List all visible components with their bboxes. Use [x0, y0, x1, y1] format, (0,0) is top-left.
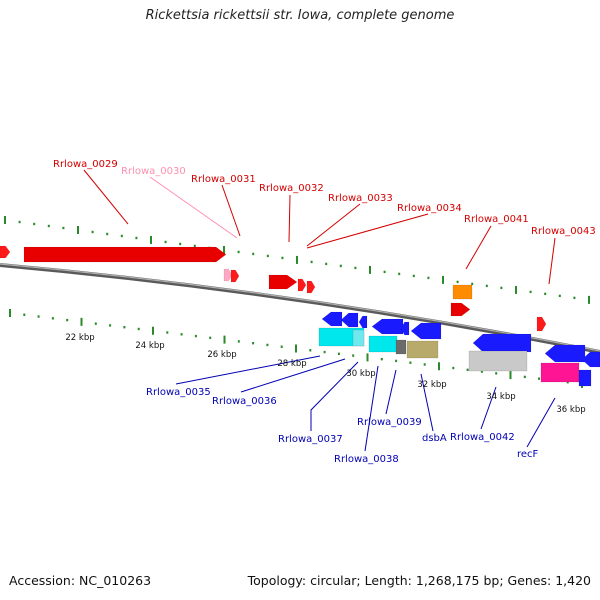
- gene-label-dsba[interactable]: dsbA: [422, 433, 447, 444]
- gene-feature-reverse[interactable]: [544, 344, 586, 363]
- gene-label-rrlowa-0042[interactable]: Rrlowa_0042: [450, 432, 515, 443]
- gene-feature-reverse[interactable]: [395, 339, 407, 355]
- leader-line-rrlowa-0041: [465, 225, 492, 270]
- gene-feature-forward[interactable]: [223, 268, 233, 282]
- tick-marks: [4, 216, 590, 389]
- gene-label-recf[interactable]: recF: [517, 449, 539, 460]
- leader-line-rrlowa-0030: [149, 176, 238, 239]
- gene-feature-forward[interactable]: [268, 274, 298, 290]
- gene-feature-reverse[interactable]: [368, 335, 398, 353]
- leader-line-rrlowa-0042: [480, 386, 497, 430]
- gene-label-rrlowa-0037[interactable]: Rrlowa_0037: [278, 434, 343, 445]
- gene-feature-reverse[interactable]: [321, 311, 343, 327]
- scale-label-34kbp: 34 kbp: [486, 392, 515, 402]
- gene-feature-reverse[interactable]: [358, 315, 368, 329]
- gene-feature-forward[interactable]: [452, 284, 473, 300]
- gene-feature-forward[interactable]: [306, 280, 316, 294]
- gene-feature-forward[interactable]: [297, 278, 307, 292]
- gene-label-rrlowa-0043[interactable]: Rrlowa_0043: [531, 226, 596, 237]
- label-leader-lines: [83, 169, 556, 452]
- gene-label-rrlowa-0030[interactable]: Rrlowa_0030: [121, 166, 186, 177]
- leader-line-rrlowa-0043: [548, 237, 556, 285]
- gene-feature-reverse[interactable]: [410, 322, 442, 340]
- gene-feature-reverse[interactable]: [406, 340, 439, 359]
- gene-feature-forward[interactable]: [230, 269, 240, 283]
- gene-label-rrlowa-0032[interactable]: Rrlowa_0032: [259, 183, 324, 194]
- gene-feature-reverse[interactable]: [352, 329, 365, 347]
- map-title: Rickettsia rickettsii str. Iowa, complet…: [145, 8, 455, 23]
- gene-label-rrlowa-0034[interactable]: Rrlowa_0034: [397, 203, 462, 214]
- accession-text: Accession: NC_010263: [9, 573, 152, 588]
- leader-line-rrlowa-0038: [364, 365, 379, 452]
- gene-label-rrlowa-0031[interactable]: Rrlowa_0031: [191, 174, 256, 185]
- scale-label-26kbp: 26 kbp: [207, 350, 236, 360]
- scale-label-22kbp: 22 kbp: [65, 333, 94, 343]
- gene-feature-reverse[interactable]: [472, 333, 532, 353]
- gene-label-rrlowa-0039[interactable]: Rrlowa_0039: [357, 417, 422, 428]
- gene-features: [0, 245, 600, 387]
- gene-label-rrlowa-0029[interactable]: Rrlowa_0029: [53, 159, 118, 170]
- gene-feature-reverse[interactable]: [540, 362, 580, 383]
- leader-line-dsba: [420, 373, 434, 432]
- scale-label-32kbp: 32 kbp: [417, 380, 446, 390]
- gene-label-rrlowa-0038[interactable]: Rrlowa_0038: [334, 454, 399, 465]
- gene-feature-reverse[interactable]: [468, 350, 528, 372]
- gene-feature-reverse[interactable]: [371, 318, 404, 335]
- leader-line-rrlowa-0035: [175, 355, 321, 385]
- gene-feature-forward[interactable]: [0, 245, 11, 259]
- gene-feature-reverse[interactable]: [578, 369, 592, 387]
- scale-label-36kbp: 36 kbp: [556, 405, 585, 415]
- scale-label-28kbp: 28 kbp: [277, 359, 306, 369]
- gene-feature-forward[interactable]: [536, 316, 547, 332]
- leader-line-rrlowa-0032: [288, 194, 291, 243]
- leader-line-rrlowa-0033: [306, 203, 361, 247]
- leader-line-rrlowa-0034: [306, 213, 429, 249]
- scale-label-30kbp: 30 kbp: [346, 369, 375, 379]
- gene-label-rrlowa-0036[interactable]: Rrlowa_0036: [212, 396, 277, 407]
- leader-line-rrlowa-0039: [385, 369, 397, 415]
- gene-feature-reverse[interactable]: [581, 351, 600, 368]
- leader-line-recf: [526, 397, 556, 448]
- leader-line-rrlowa-0036: [240, 358, 346, 393]
- leader-line-rrlowa-0037: [310, 361, 359, 431]
- gene-label-rrlowa-0033[interactable]: Rrlowa_0033: [328, 193, 393, 204]
- gene-feature-reverse[interactable]: [340, 312, 359, 328]
- gene-feature-reverse[interactable]: [400, 321, 410, 336]
- scale-label-24kbp: 24 kbp: [135, 341, 164, 351]
- genome-summary-text: Topology: circular; Length: 1,268,175 bp…: [247, 573, 591, 588]
- leader-line-rrlowa-0031: [221, 184, 241, 237]
- gene-label-rrlowa-0035[interactable]: Rrlowa_0035: [146, 387, 211, 398]
- leader-line-rrlowa-0029: [83, 169, 129, 225]
- gene-feature-forward[interactable]: [23, 246, 227, 263]
- gene-feature-forward[interactable]: [450, 302, 471, 317]
- gene-label-rrlowa-0041[interactable]: Rrlowa_0041: [464, 214, 529, 225]
